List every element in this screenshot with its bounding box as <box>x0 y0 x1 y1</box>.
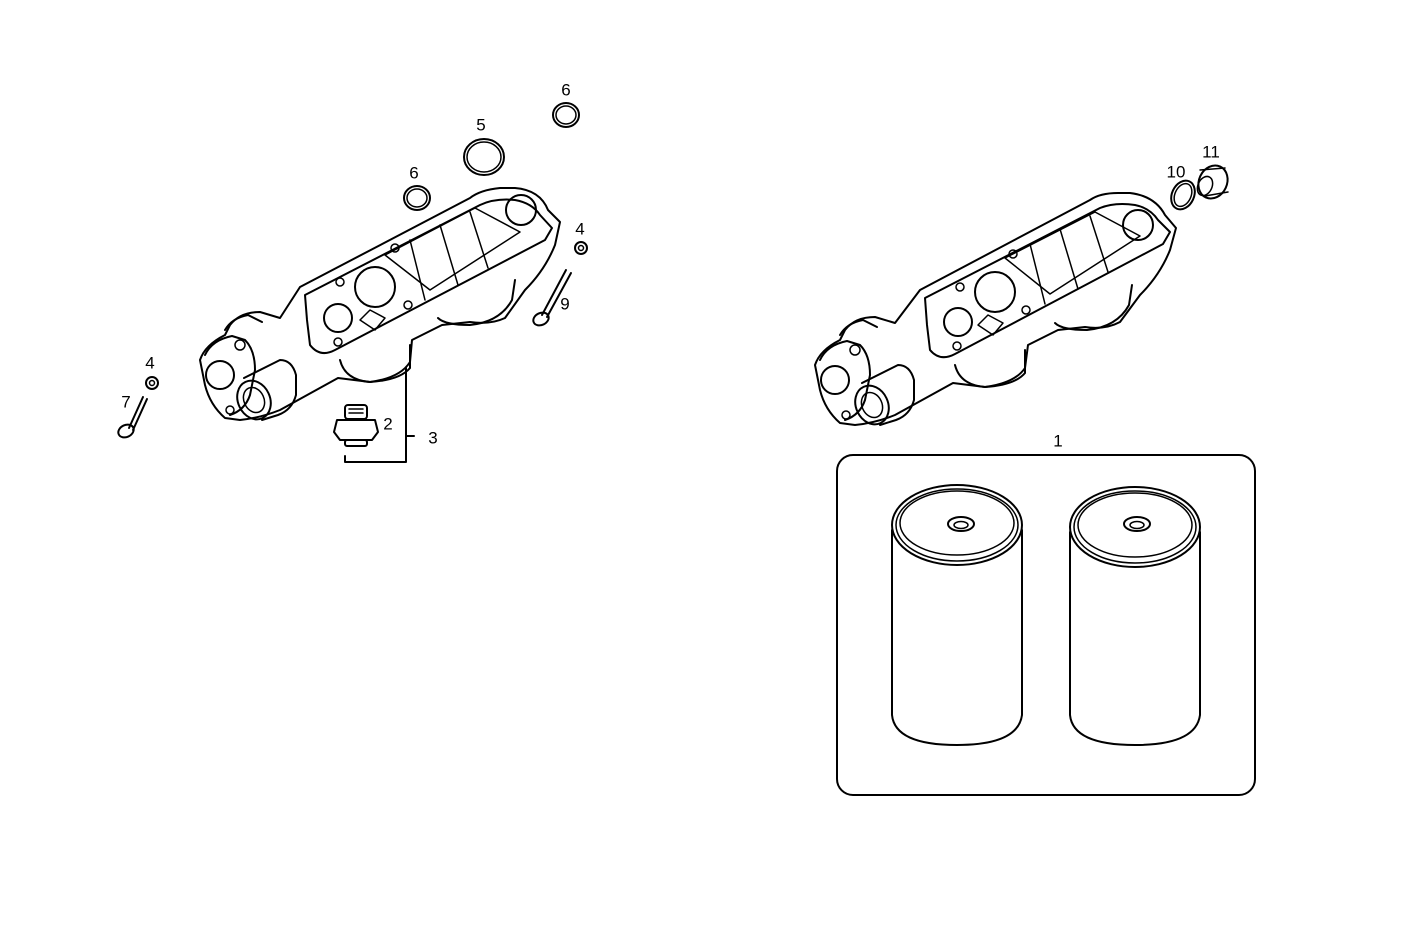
callout-4-right: 4 <box>575 219 585 239</box>
filter-kit-box <box>836 454 1256 796</box>
callout-3: 3 <box>428 428 438 448</box>
callout-6-top: 6 <box>561 80 571 100</box>
callout-2: 2 <box>383 414 393 434</box>
callout-9: 9 <box>560 294 570 314</box>
left-housing <box>199 187 561 421</box>
plug-11 <box>1196 164 1229 200</box>
callout-4-left: 4 <box>145 353 155 373</box>
callout-6-middle: 6 <box>409 163 419 183</box>
filter-cartridge-left <box>891 484 1023 746</box>
callout-1: 1 <box>1053 431 1063 451</box>
callout-10: 10 <box>1166 162 1186 182</box>
washer-4-right <box>574 241 588 255</box>
bracket-3 <box>344 367 407 463</box>
oring-6-middle <box>403 185 431 211</box>
oring-6-top <box>552 102 580 128</box>
callout-7: 7 <box>121 392 131 412</box>
callout-11: 11 <box>1202 142 1220 162</box>
plug-2 <box>333 404 379 447</box>
bolt-7 <box>117 396 148 439</box>
sealing-ring-10 <box>1170 179 1196 211</box>
right-housing <box>814 192 1177 426</box>
washer-4-left <box>145 376 159 390</box>
bolt-9 <box>532 269 572 327</box>
filter-cartridge-right <box>1069 486 1201 746</box>
oring-5 <box>463 138 505 176</box>
callout-5: 5 <box>476 115 486 135</box>
